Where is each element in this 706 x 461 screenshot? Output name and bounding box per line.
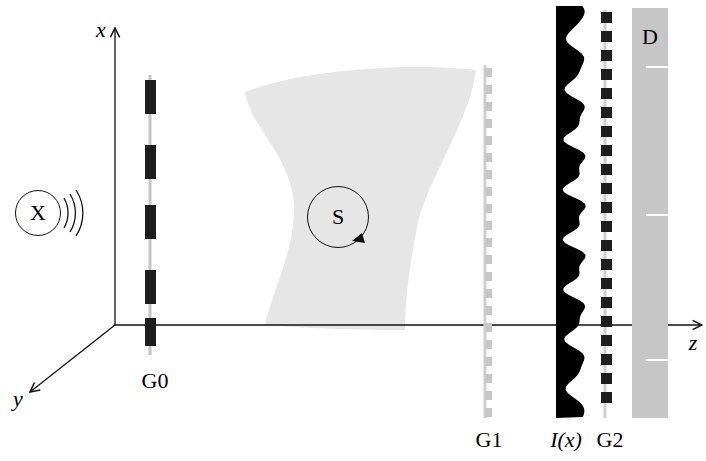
g2-grating-bars [601,12,612,403]
rotation-arrow [352,233,365,243]
detector-ticks [646,67,668,360]
sample-circle: S [307,186,369,248]
node-text: X [30,202,46,224]
grating-label: G0 [142,370,169,392]
y-axis [30,325,115,392]
intensity-label: I(x) [550,429,582,451]
node-text: D [642,26,658,48]
axis-label: z [689,332,698,354]
grating-label: G2 [597,429,624,451]
source-waves [64,190,83,236]
sample-blob [245,67,476,330]
axis-label: y [13,388,23,410]
intensity-fringes [556,6,586,418]
grating-label: G1 [476,429,503,451]
detector-band [632,8,668,418]
x-axis [114,28,115,325]
source-circle: X [15,190,61,236]
z-axis [115,324,702,325]
detector-node: D [632,8,668,418]
g0-grating-bars [145,80,156,346]
axis-label: x [96,19,106,41]
g1-grating-bars [485,68,492,417]
node-text: S [332,206,344,228]
